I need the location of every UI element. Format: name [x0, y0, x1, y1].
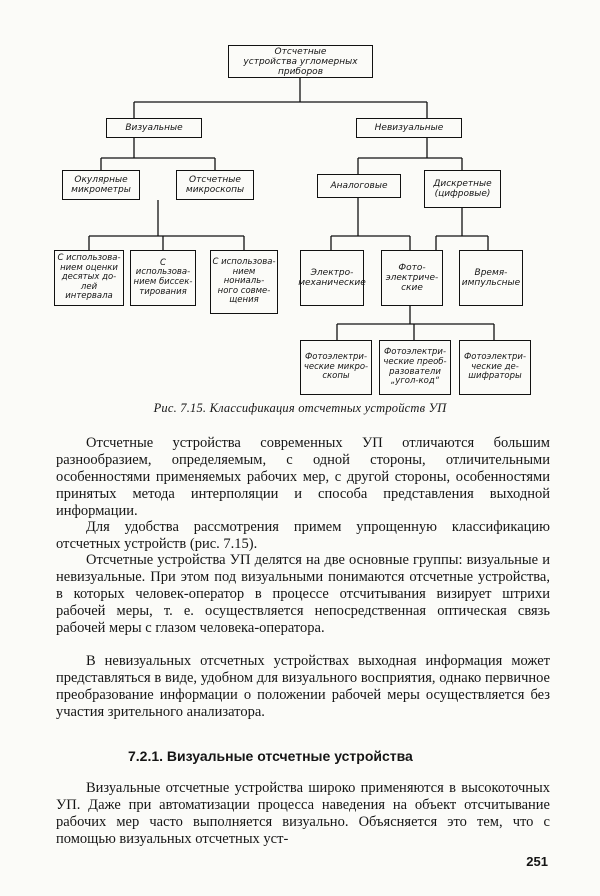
diagram-connectors — [88, 78, 495, 340]
paragraph-4: В невизуальных отсчетных устройствах вых… — [56, 653, 550, 720]
node-photoelectric: Фото- электриче- ские — [381, 250, 443, 306]
node-reading-microscopes: Отсчетные микроскопы — [176, 170, 254, 200]
classification-diagram: Отсчетные устройства угломерных приборов… — [0, 0, 600, 400]
node-analog: Аналоговые — [317, 174, 401, 198]
node-photo-decoders: Фотоэлектри- ческие де- шифраторы — [459, 340, 531, 395]
node-nonvisual: Невизуальные — [356, 118, 462, 138]
section-heading: 7.2.1. Визуальные отсчетные устройства — [128, 748, 413, 764]
paragraph-2: Для удобства рассмотрения примем упрощен… — [56, 519, 550, 552]
node-bisection: С использова- нием биссек- тирования — [130, 250, 196, 306]
node-root: Отсчетные устройства угломерных приборов — [228, 45, 373, 78]
node-electromechanical: Электро- механические — [298, 250, 366, 306]
figure-caption: Рис. 7.15. Классификация отсчетных устро… — [153, 401, 447, 415]
node-estimation: С использова- нием оценки десятых до- ле… — [54, 250, 124, 306]
node-ocular-micrometers: Окулярные микрометры — [62, 170, 140, 200]
node-time-pulse: Время- импульсные — [459, 250, 523, 306]
node-vernier: С использова- нием нониаль- ного совме- … — [210, 250, 278, 314]
node-angle-code-converters: Фотоэлектри- ческие преоб- разователи „у… — [379, 340, 451, 395]
paragraph-1: Отсчетные устройства современных УП отли… — [56, 435, 550, 519]
node-visual: Визуальные — [106, 118, 202, 138]
page-number: 251 — [526, 854, 548, 869]
node-discrete: Дискретные (цифровые) — [424, 170, 501, 208]
paragraph-3: Отсчетные устройства УП делятся на две о… — [56, 552, 550, 636]
node-photo-microscopes: Фотоэлектри- ческие микро- скопы — [300, 340, 372, 395]
paragraph-5: Визуальные отсчетные устройства широко п… — [56, 780, 550, 847]
